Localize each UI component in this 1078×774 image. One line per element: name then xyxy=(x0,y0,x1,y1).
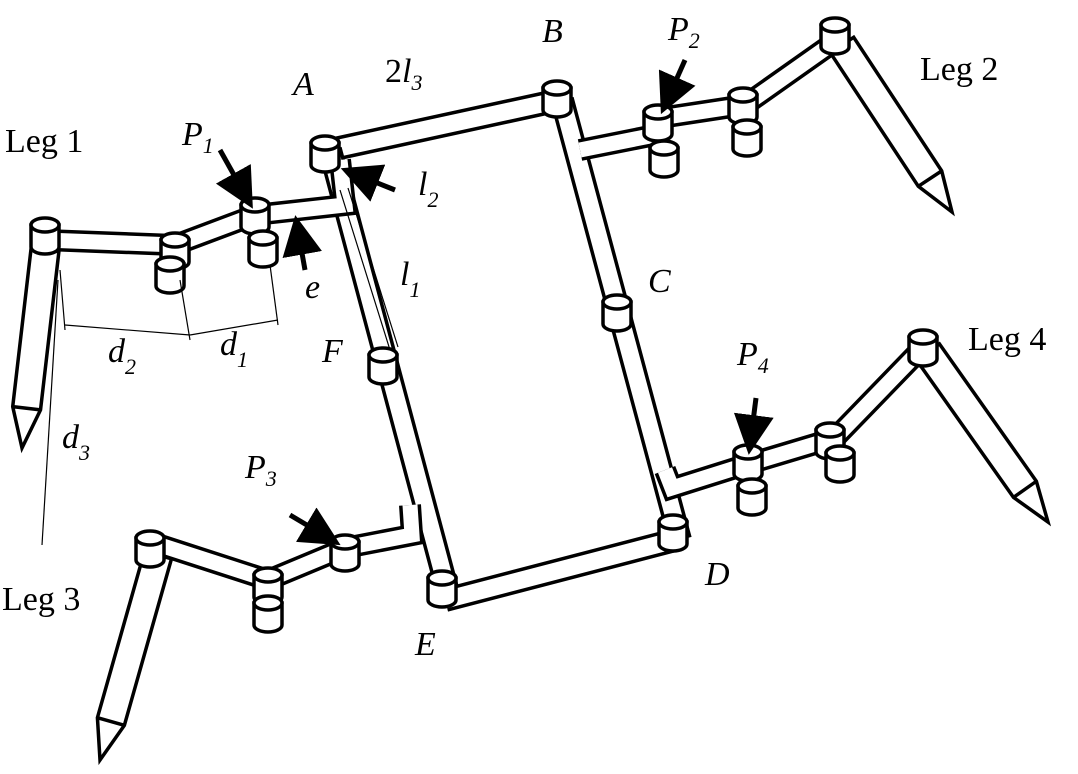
joint-p2 xyxy=(642,103,674,143)
p4-arrow xyxy=(733,397,774,455)
l1-label: l1 xyxy=(400,256,420,302)
joint-leg3-b xyxy=(252,594,284,634)
pointer-arrows xyxy=(215,58,774,546)
joint-f xyxy=(367,346,399,386)
leg4-links-outline xyxy=(654,337,933,502)
joint-leg1-mid xyxy=(154,255,186,295)
joint-leg4-b xyxy=(824,444,856,484)
two-l3-label: 2l3 xyxy=(385,53,422,95)
p1-label: P1 xyxy=(181,116,214,158)
joint-c-label: C xyxy=(648,263,671,300)
l2-label: l2 xyxy=(418,166,438,212)
leg3-foot xyxy=(95,549,174,766)
leg1-foot xyxy=(10,246,61,454)
d3-label: d3 xyxy=(62,419,90,465)
e-arrow xyxy=(282,215,322,271)
p3-arrow xyxy=(288,507,341,546)
joint-p1 xyxy=(239,196,271,236)
leg4-foot xyxy=(914,341,1052,527)
joint-leg1-knee xyxy=(29,216,61,256)
p4-label: P4 xyxy=(736,336,769,378)
joint-d xyxy=(657,513,689,553)
joint-leg2-knee xyxy=(819,16,851,56)
leg-3-label: Leg 3 xyxy=(2,581,80,618)
link-ab-fill xyxy=(328,91,562,159)
joint-b xyxy=(541,79,573,119)
joint-e-label: E xyxy=(414,626,436,663)
joint-leg4-a xyxy=(814,421,846,461)
joint-a-label: A xyxy=(291,66,314,103)
d2-label: d2 xyxy=(108,333,136,379)
joint-p4 xyxy=(732,443,764,483)
leg-4-label: Leg 4 xyxy=(968,321,1046,358)
leg2-links-outline xyxy=(577,29,847,161)
links xyxy=(10,29,1052,766)
dimension-lines xyxy=(41,187,399,546)
joint-d-label: D xyxy=(704,556,730,593)
p2-arrow xyxy=(658,58,696,115)
e-label: e xyxy=(305,269,320,306)
joint-p4b xyxy=(736,477,768,517)
joint-c xyxy=(601,293,633,333)
joint-leg3-knee xyxy=(134,529,166,569)
joint-e xyxy=(426,569,458,609)
joint-leg4-knee xyxy=(907,328,939,368)
leg-2-label: Leg 2 xyxy=(920,51,998,88)
joint-a xyxy=(309,134,341,174)
joint-p3 xyxy=(329,533,361,573)
joint-leg2-a xyxy=(727,86,759,126)
p1-arrow xyxy=(215,148,253,209)
joint-f-label: F xyxy=(321,333,344,370)
l2-arrow xyxy=(340,164,396,202)
d1-label: d1 xyxy=(220,326,248,372)
p3-label: P3 xyxy=(244,449,277,491)
joint-leg1-p1b xyxy=(247,229,279,269)
joint-p2b xyxy=(648,139,680,179)
leg-1-label: Leg 1 xyxy=(5,123,83,160)
cylinder-joints xyxy=(29,16,939,634)
p2-label: P2 xyxy=(667,11,700,53)
joint-leg2-b xyxy=(731,118,763,158)
link-ed-fill xyxy=(442,531,678,609)
joint-b-label: B xyxy=(542,13,563,50)
